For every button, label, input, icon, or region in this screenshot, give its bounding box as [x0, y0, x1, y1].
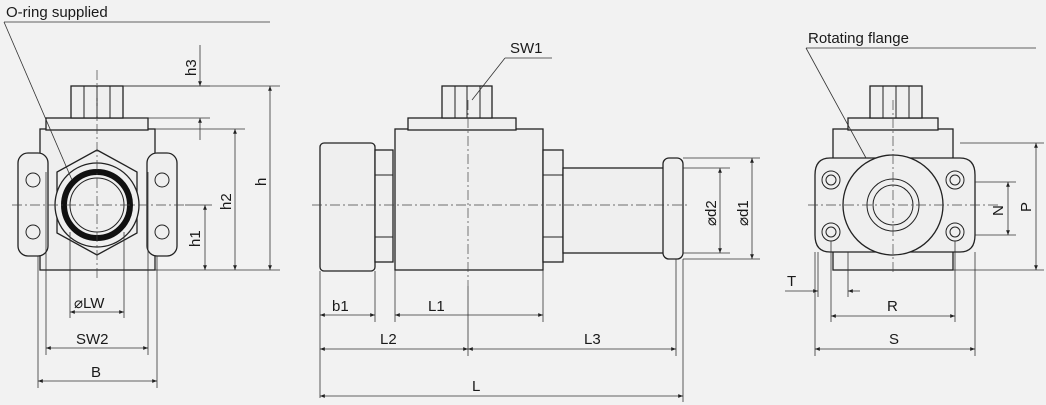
b-label: B: [91, 364, 101, 381]
side-view: SW1 ⌀d2 ⌀d1 b1 L1 L2 L3 L: [312, 40, 760, 402]
hex-left: [374, 149, 394, 263]
valve-body-side: [394, 128, 544, 271]
s-label: S: [889, 331, 899, 348]
n-label: N: [990, 205, 1007, 216]
l2-label: L2: [380, 331, 397, 348]
l-label: L: [472, 378, 480, 395]
flange-leader: [805, 47, 867, 159]
p-label: P: [1018, 202, 1035, 212]
diameter-symbol: ⌀: [74, 295, 83, 312]
oring-leader: [3, 21, 73, 181]
r-label: R: [887, 298, 898, 315]
left-view: O-ring supplied h3 h h2 h1 ⌀LW SW2: [3, 4, 280, 388]
d2-label: ⌀d2: [703, 200, 720, 226]
t-label: T: [787, 273, 796, 290]
hex-right: [542, 149, 564, 263]
h1-label: h1: [187, 230, 204, 247]
tube: [562, 167, 666, 254]
l1-label: L1: [428, 298, 445, 315]
l3-label: L3: [584, 331, 601, 348]
h-label: h: [253, 178, 270, 186]
oring-label: O-ring supplied: [6, 4, 108, 21]
left-flange-ear: [17, 152, 49, 257]
b1-label: b1: [332, 298, 349, 315]
right-flange-ear: [146, 152, 178, 257]
lw-label: ⌀LW: [74, 295, 105, 312]
d1-label: ⌀d1: [735, 200, 752, 226]
end-connector-left: [319, 142, 376, 272]
rotating-flange-label: Rotating flange: [808, 30, 909, 47]
tube-collar: [662, 157, 684, 260]
sw1-label: SW1: [510, 40, 543, 57]
h2-label: h2: [218, 193, 235, 210]
sw2-label: SW2: [76, 331, 109, 348]
flange-view: Rotating flange N P T R S: [785, 30, 1044, 356]
h3-label: h3: [183, 59, 200, 76]
